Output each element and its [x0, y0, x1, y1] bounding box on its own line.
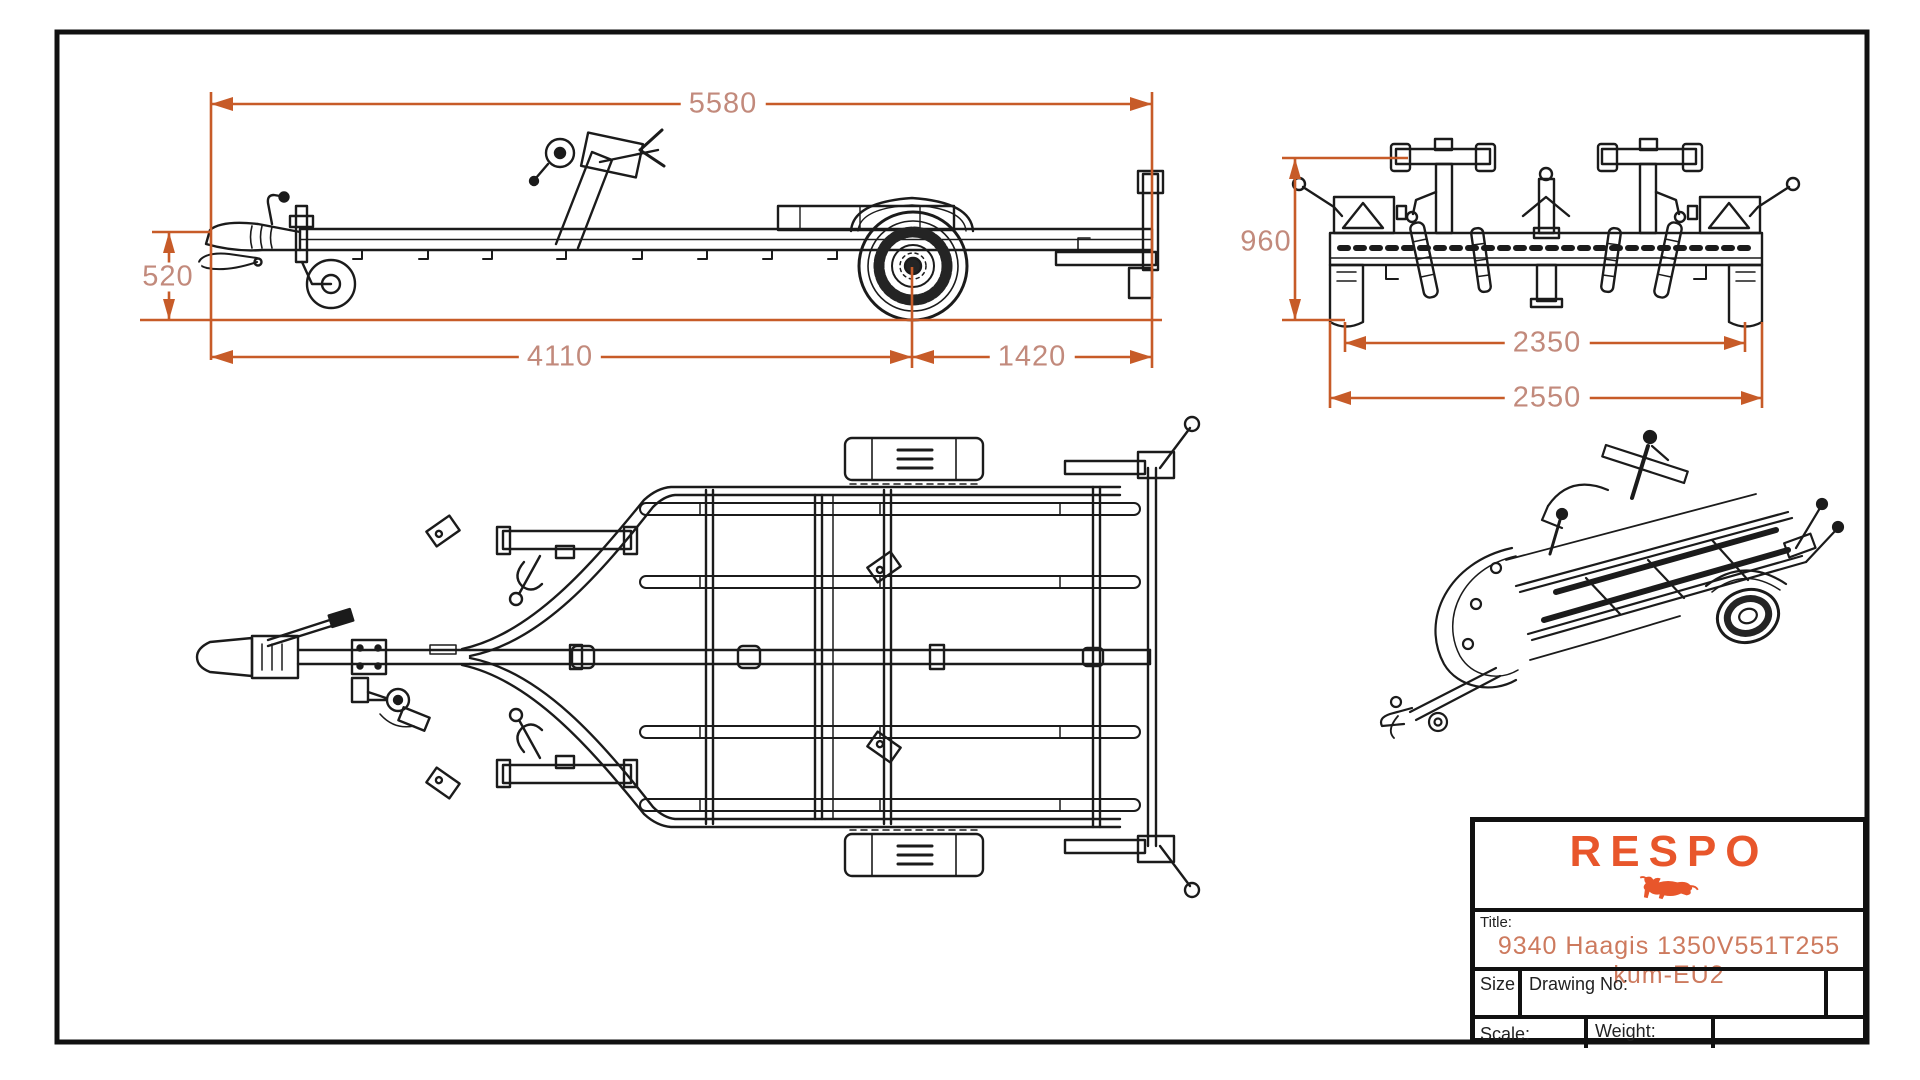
top-view: [195, 415, 1201, 899]
dim-total-width: 2550: [1504, 383, 1590, 413]
scale-row-empty-cell: [1715, 1019, 1863, 1048]
revision-cell: [1828, 971, 1863, 1015]
drawing-title: 9340 Haagis 1350V551T255 kum-EU2: [1497, 932, 1841, 989]
side-view-dimension-arrows: [163, 97, 1152, 364]
sheet-frame: [54, 29, 1870, 1045]
isometric-view: [1379, 429, 1845, 739]
dim-hitch-to-axle: 4110: [518, 342, 602, 372]
dim-axle-to-rear: 1420: [989, 342, 1075, 372]
scale-label: Scale:: [1480, 1024, 1531, 1044]
dim-frame-width: 2350: [1504, 328, 1590, 358]
scale-cell: Scale:: [1475, 1019, 1588, 1048]
title-cell: Title: 9340 Haagis 1350V551T255 kum-EU2: [1475, 908, 1863, 989]
size-cell: Size: [1475, 971, 1522, 1015]
weight-label: Weight:: [1595, 1021, 1656, 1041]
bull-icon: [1639, 876, 1699, 900]
drawing-no-cell: Drawing No:: [1522, 971, 1828, 1015]
dim-coupling-height: 520: [134, 262, 202, 292]
rear-view: [1291, 137, 1801, 328]
dim-rear-height: 960: [1240, 225, 1292, 258]
size-row: Size Drawing No:: [1475, 967, 1863, 1015]
size-label: Size: [1480, 974, 1516, 994]
side-view: [198, 128, 1165, 322]
drawing-no-label: Drawing No:: [1529, 974, 1629, 994]
logo-cell: RESPO: [1475, 822, 1863, 908]
respo-logo: RESPO: [1569, 827, 1769, 876]
scale-row: Scale: Weight:: [1475, 1015, 1863, 1048]
rear-view-dimension-arrows: [1289, 158, 1762, 405]
dim-total-length: 5580: [680, 89, 766, 119]
rear-view-dimension-lines: [1282, 156, 1764, 408]
title-label: Title:: [1480, 914, 1512, 931]
title-block: RESPO Title: 9340 Haagis 1350V551T255 ku…: [1470, 817, 1868, 1048]
weight-cell: Weight:: [1588, 1019, 1715, 1048]
